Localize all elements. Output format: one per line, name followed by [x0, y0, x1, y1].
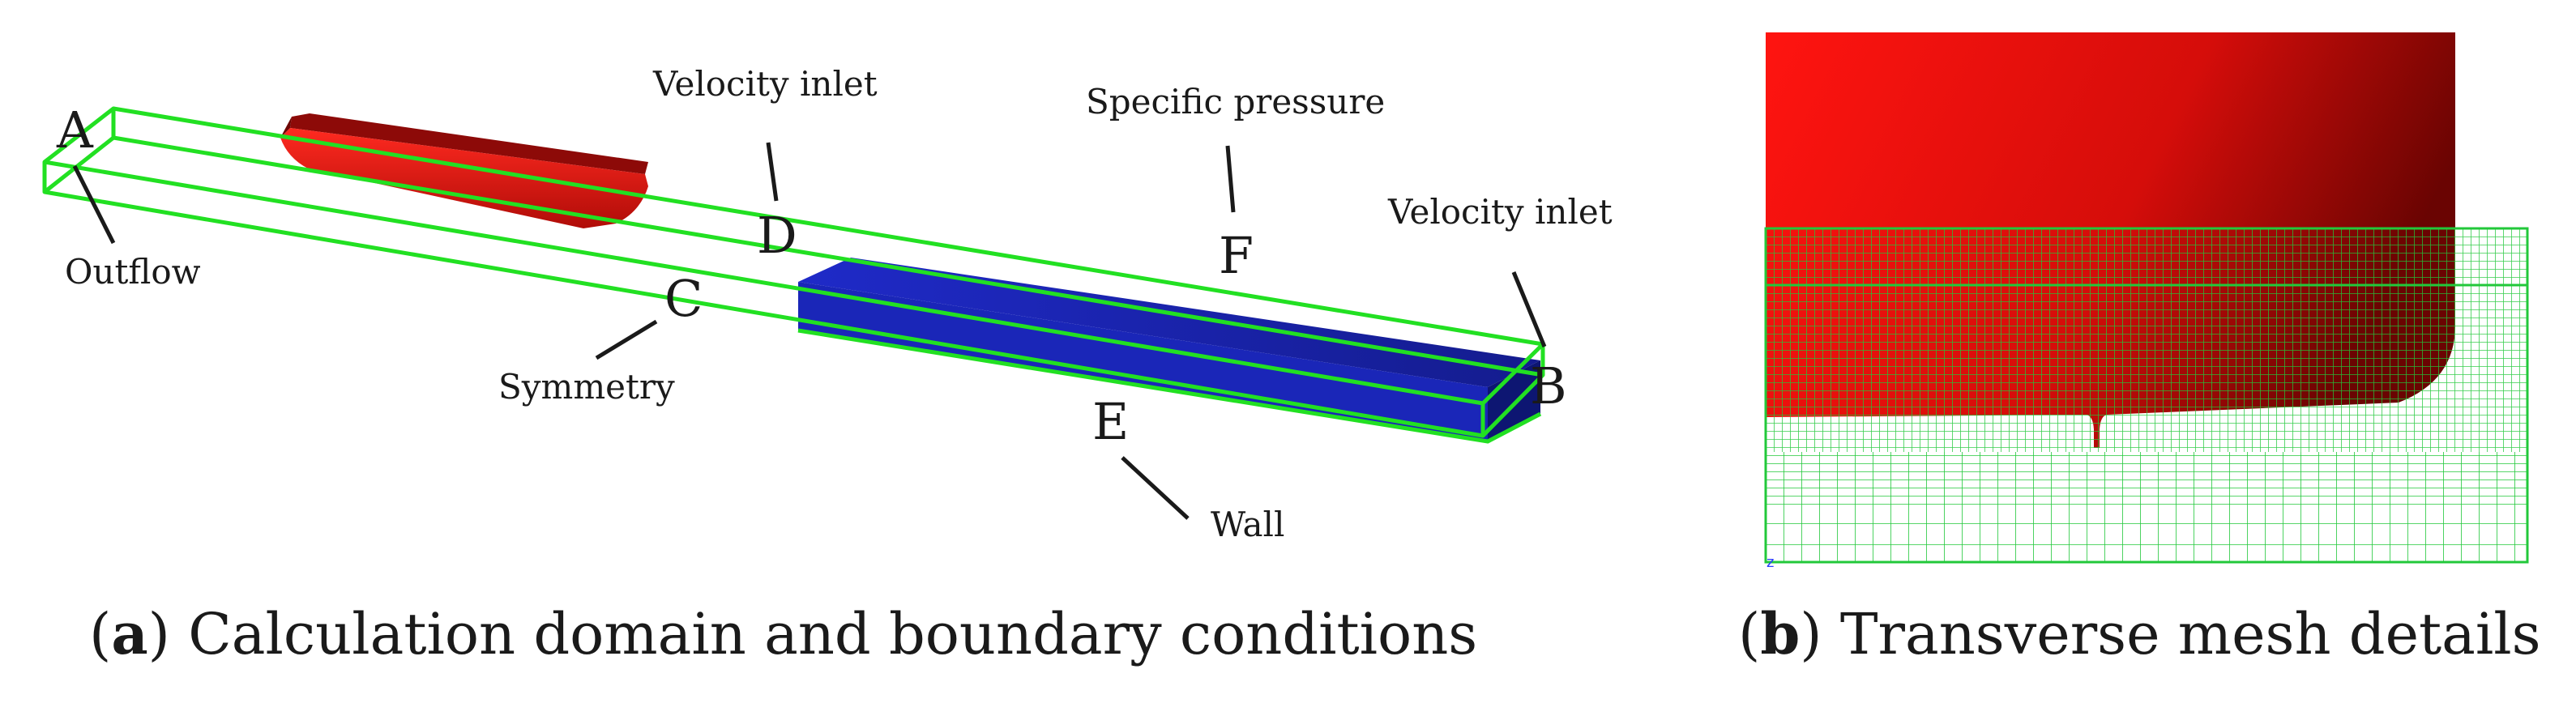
domain-wireframe	[42, 106, 1545, 438]
mesh-fine-region	[1766, 228, 2527, 452]
axis-marker-z: z	[1766, 554, 1774, 571]
label-specific-pressure: Specific pressure	[1086, 82, 1385, 121]
point-b-label: B	[1530, 356, 1567, 416]
point-c-label: C	[664, 269, 703, 328]
domain-edge-top-near	[44, 160, 1484, 406]
domain-edge-top-far	[113, 106, 1544, 347]
label-outflow: Outflow	[65, 252, 201, 292]
panel-a: A D F C B E Velocity inlet Specific pres…	[42, 64, 1613, 544]
leader-outflow	[72, 164, 116, 245]
leader-specific-pressure	[1225, 145, 1236, 213]
caption-a-text: Calculation domain and boundary conditio…	[188, 601, 1478, 667]
point-d-label: D	[757, 206, 797, 265]
caption-b-letter: b	[1760, 600, 1801, 667]
leader-velocity-inlet-right	[1511, 271, 1547, 347]
label-wall: Wall	[1211, 505, 1284, 544]
mesh-tall-region	[1766, 509, 2527, 562]
caption-a-letter: a	[111, 600, 148, 667]
seabed-side-face	[798, 282, 1488, 441]
seabed-block	[797, 258, 1542, 444]
seabed-end-face	[1488, 360, 1540, 441]
mesh-border	[1764, 227, 2529, 564]
ship-stern-shade	[280, 117, 292, 138]
domain-edge-bottom-near	[44, 190, 1484, 438]
point-a-label: A	[56, 100, 94, 160]
label-symmetry: Symmetry	[498, 367, 675, 407]
point-f-label: F	[1219, 226, 1254, 285]
label-velocity-inlet-right: Velocity inlet	[1387, 192, 1613, 232]
label-velocity-inlet-top: Velocity inlet	[652, 64, 878, 104]
caption-b: (b) Transverse mesh details	[1738, 600, 2541, 667]
mesh-coarse-region	[1766, 452, 2527, 509]
domain-edge-bottom-far	[113, 135, 1544, 377]
seabed-top-face	[798, 258, 1540, 387]
ship-deck	[290, 113, 648, 174]
panel-b: z	[1764, 32, 2529, 571]
seabed-edge	[797, 328, 1542, 444]
leader-velocity-inlet-top	[766, 142, 779, 202]
leader-wall	[1121, 456, 1190, 520]
point-e-label: E	[1092, 392, 1129, 451]
leader-lines	[72, 142, 1547, 520]
caption-a: (a) Calculation domain and boundary cond…	[89, 600, 1478, 667]
leader-symmetry	[595, 319, 658, 360]
caption-b-text: Transverse mesh details	[1839, 601, 2541, 667]
